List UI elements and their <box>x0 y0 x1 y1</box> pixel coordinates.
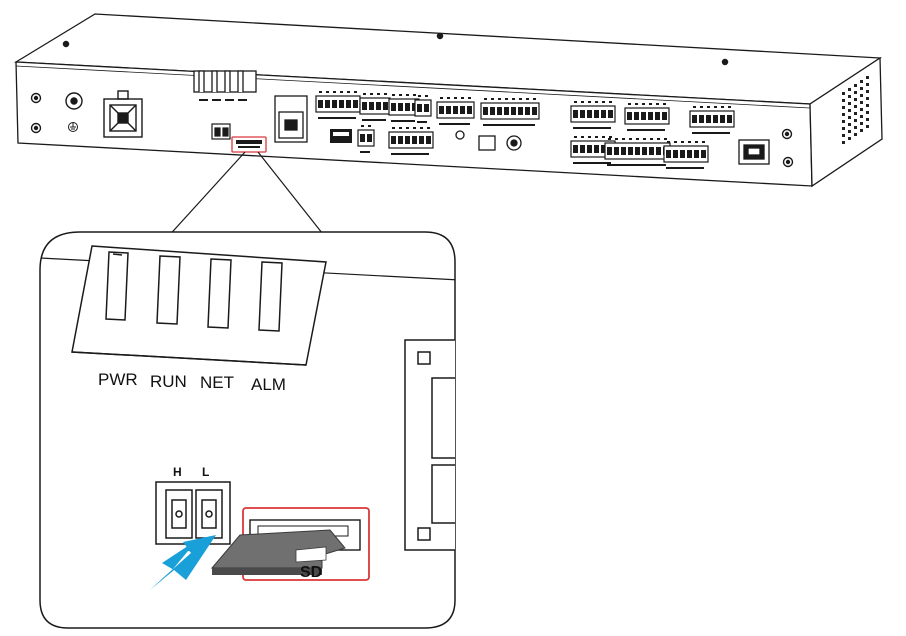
terminal-block <box>570 101 616 129</box>
led-label-run: RUN <box>150 372 187 391</box>
terminal-block <box>480 98 540 126</box>
sd-card-label: SD <box>300 564 322 581</box>
led-light-pipes <box>193 70 257 93</box>
can-terminal-large <box>155 481 231 545</box>
vent-holes <box>842 76 869 144</box>
terminal-block <box>570 136 616 164</box>
power-input-connector <box>103 90 143 138</box>
ground-terminal <box>65 92 83 132</box>
terminal-block <box>689 106 735 134</box>
terminal-block <box>414 95 432 123</box>
led-label-alm: ALM <box>251 375 286 394</box>
terminal-label-l: L <box>202 465 209 479</box>
terminal-block <box>663 141 709 169</box>
ethernet-port-left <box>274 95 308 143</box>
terminal-block <box>604 138 671 166</box>
ethernet-port-large <box>404 339 455 551</box>
usb-port <box>330 129 352 143</box>
reset-button <box>455 130 522 151</box>
led-pipes-large <box>105 251 283 332</box>
led-mini-labels <box>199 99 247 101</box>
terminal-block <box>357 125 375 153</box>
can-terminal-small <box>211 123 231 140</box>
sd-slot-small <box>231 136 267 153</box>
terminal-blocks <box>315 91 735 169</box>
led-label-pwr: PWR <box>98 370 138 389</box>
terminal-block <box>624 103 670 131</box>
ethernet-port-right <box>738 139 770 165</box>
sd-card <box>210 529 346 575</box>
terminal-block <box>436 97 475 125</box>
terminal-block <box>388 94 420 122</box>
device-chassis <box>13 13 883 188</box>
terminal-block <box>388 127 434 155</box>
insert-arrow <box>150 535 216 590</box>
terminal-label-h: H <box>173 465 182 479</box>
led-label-net: NET <box>200 373 234 392</box>
mounting-screws <box>30 92 794 168</box>
terminal-block <box>359 93 391 121</box>
